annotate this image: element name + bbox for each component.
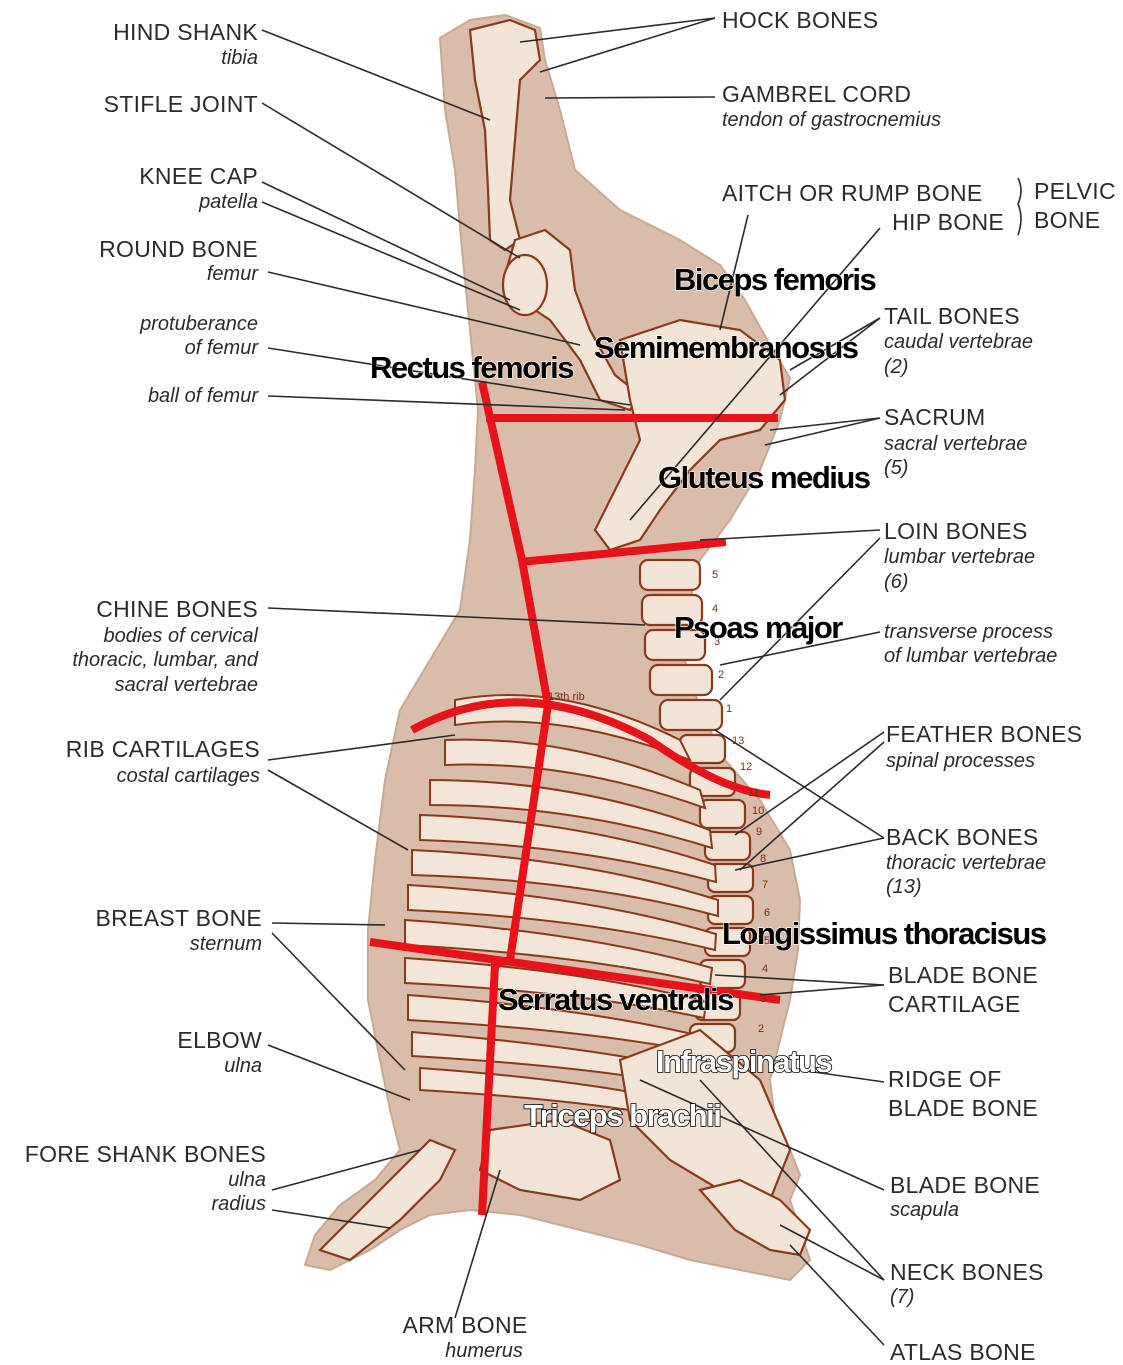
- loin-bones-sub-1: lumbar vertebrae: [884, 546, 1035, 568]
- feather-bones-label: FEATHER BONES: [886, 721, 1082, 747]
- protuberance-line2: of femur: [185, 337, 260, 359]
- transverse-line1: transverse process: [884, 621, 1053, 643]
- chine-sub-3: sacral vertebrae: [115, 674, 258, 696]
- tail-bones-sub-2: (2): [884, 356, 908, 378]
- rib-label-13th: 13th rib: [548, 691, 585, 703]
- blade-bone-sub: scapula: [890, 1199, 959, 1221]
- tail-bones-label: TAIL BONES: [884, 303, 1020, 329]
- arm-bone-label: ARM BONE: [402, 1312, 527, 1338]
- tail-bones-sub-1: caudal vertebrae: [884, 331, 1033, 353]
- gambrel-cord-label: GAMBREL CORD: [722, 81, 911, 107]
- psoas-major-label: Psoas major: [674, 610, 843, 645]
- chine-sub-1: bodies of cervical: [103, 625, 258, 647]
- gluteus-medius-label: Gluteus medius: [658, 460, 870, 495]
- protuberance-line1: protuberance: [139, 313, 258, 335]
- semimembranosus-label: Semimembranosus: [594, 330, 858, 365]
- svg-text:7: 7: [762, 879, 768, 891]
- aitch-bone-label: AITCH OR RUMP BONE: [722, 180, 983, 206]
- stifle-joint-label: STIFLE JOINT: [104, 91, 258, 117]
- back-bones-label: BACK BONES: [886, 824, 1039, 850]
- svg-text:5: 5: [712, 569, 718, 581]
- ridge-label-line2: BLADE BONE: [888, 1095, 1038, 1121]
- transverse-line2: of lumbar vertebrae: [884, 645, 1057, 667]
- left-labels: HIND SHANK tibia STIFLE JOINT KNEE CAP p…: [25, 19, 266, 1215]
- elbow-label: ELBOW: [177, 1027, 262, 1053]
- svg-text:9: 9: [756, 826, 762, 838]
- infraspinatus-label: Infraspinatus: [656, 1044, 831, 1079]
- ball-of-femur-label: ball of femur: [148, 385, 259, 407]
- atlas-bone-label: ATLAS BONE: [890, 1339, 1036, 1365]
- neck-bones-sub: (7): [890, 1286, 914, 1308]
- neck-bones-label: NECK BONES: [890, 1259, 1044, 1285]
- svg-text:1: 1: [726, 703, 732, 715]
- longissimus-label: Longissimus thoracisus: [722, 916, 1046, 951]
- knee-cap-label: KNEE CAP: [139, 163, 258, 189]
- hind-shank-label: HIND SHANK: [113, 19, 258, 45]
- svg-text:11: 11: [748, 787, 759, 799]
- blade-cartilage-line2: CARTILAGE: [888, 991, 1021, 1017]
- pelvic-label-1: PELVIC: [1034, 178, 1116, 204]
- chine-bones-label: CHINE BONES: [96, 596, 258, 622]
- gambrel-cord-sub: tendon of gastrocnemius: [722, 109, 941, 131]
- hock-bones-label: HOCK BONES: [722, 7, 878, 33]
- chine-sub-2: thoracic, lumbar, and: [72, 649, 259, 671]
- triceps-brachii-label: Triceps brachii: [524, 1098, 720, 1133]
- sacrum-sub-1: sacral vertebrae: [884, 433, 1027, 455]
- pelvic-label-2: BONE: [1034, 207, 1100, 233]
- rib-cartilages-label: RIB CARTILAGES: [66, 736, 260, 762]
- sacrum-label: SACRUM: [884, 404, 985, 430]
- round-bone-sub: femur: [207, 263, 259, 285]
- blade-bone-label: BLADE BONE: [890, 1172, 1040, 1198]
- hind-shank-sub: tibia: [221, 47, 258, 69]
- fore-shank-sub-2: radius: [212, 1193, 266, 1215]
- fore-shank-sub-1: ulna: [228, 1169, 266, 1191]
- ridge-label-line1: RIDGE OF: [888, 1066, 1002, 1092]
- hip-bone-label: HIP BONE: [892, 209, 1004, 235]
- feather-bones-sub: spinal processes: [886, 750, 1035, 772]
- rib-cartilages-sub: costal cartilages: [117, 765, 260, 787]
- round-bone-label: ROUND BONE: [99, 236, 258, 262]
- sacrum-sub-2: (5): [884, 457, 908, 479]
- svg-text:2: 2: [718, 669, 724, 681]
- biceps-femoris-label: Biceps femoris: [674, 262, 876, 297]
- serratus-ventralis-label: Serratus ventralis: [498, 982, 733, 1017]
- rectus-femoris-label: Rectus femoris: [370, 350, 573, 385]
- svg-text:12: 12: [740, 761, 752, 773]
- svg-text:2: 2: [758, 1023, 764, 1035]
- bottom-labels: ARM BONE humerus: [402, 1312, 527, 1362]
- svg-text:4: 4: [762, 963, 768, 975]
- back-bones-sub-1: thoracic vertebrae: [886, 852, 1046, 874]
- back-bones-sub-2: (13): [886, 876, 922, 898]
- loin-bones-label: LOIN BONES: [884, 518, 1028, 544]
- breast-bone-sub: sternum: [190, 933, 262, 955]
- knee-cap-sub: patella: [198, 191, 258, 213]
- blade-cartilage-line1: BLADE BONE: [888, 962, 1038, 988]
- elbow-sub: ulna: [224, 1055, 262, 1077]
- arm-bone-sub: humerus: [445, 1340, 523, 1362]
- breast-bone-label: BREAST BONE: [96, 905, 262, 931]
- loin-bones-sub-2: (6): [884, 571, 908, 593]
- fore-shank-label: FORE SHANK BONES: [25, 1141, 266, 1167]
